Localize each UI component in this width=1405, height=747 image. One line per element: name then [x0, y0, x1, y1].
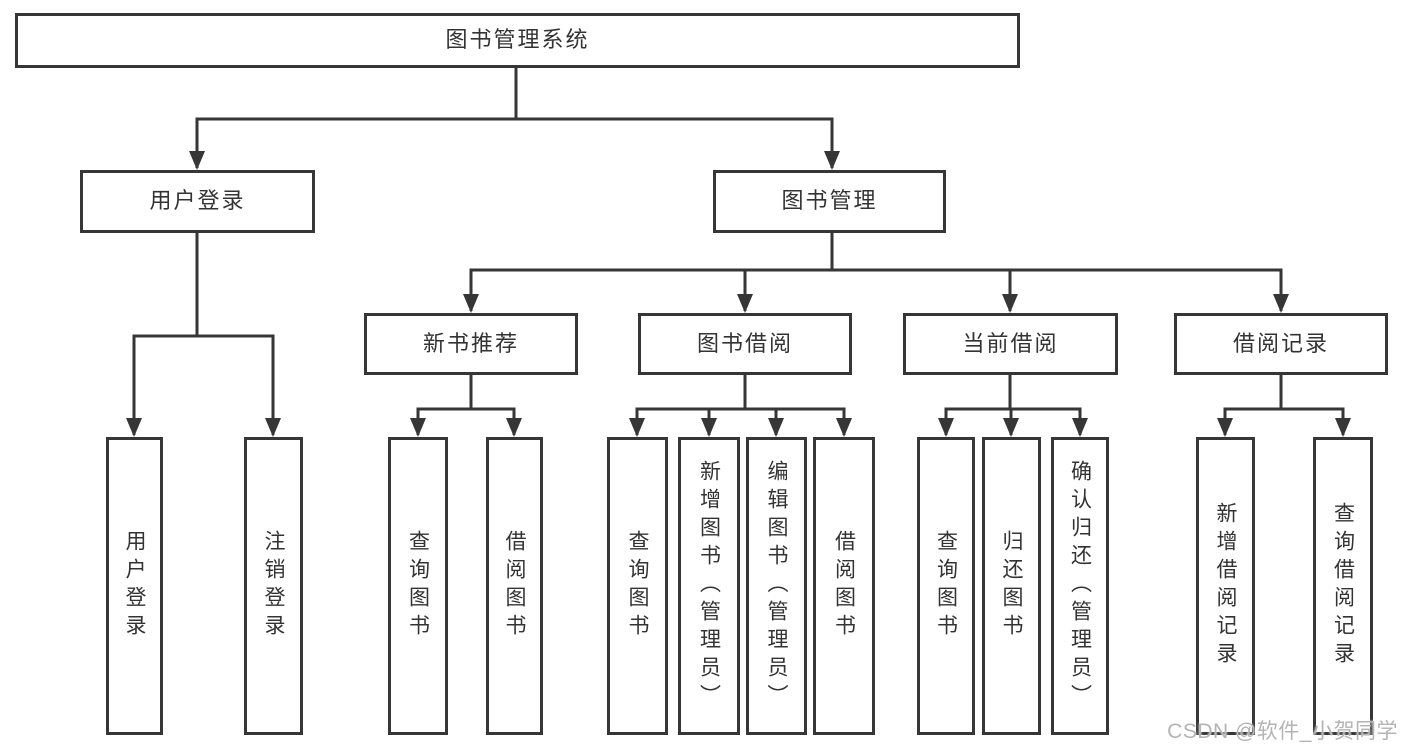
node-current-borrow: 当前借阅 [903, 313, 1118, 375]
arrowhead-icon [506, 418, 522, 437]
arrowhead-icon [126, 418, 142, 437]
node-label: 图书管理系统 [445, 27, 590, 53]
leaf-borrow-query-books: 查询图书 [607, 437, 668, 735]
node-label: 用户登录 [149, 188, 246, 214]
leaf-add-borrow-record: 新增借阅记录 [1196, 437, 1255, 735]
arrowhead-icon [938, 418, 954, 437]
node-user-login: 用户登录 [80, 170, 315, 233]
node-label: 新书推荐 [422, 330, 519, 356]
arrowhead-icon [737, 294, 753, 313]
node-label: 查询借阅记录 [1331, 502, 1355, 670]
arrowhead-icon [701, 418, 717, 437]
node-label: 编辑图书（管理员） [765, 460, 788, 712]
arrowhead-icon [1217, 418, 1233, 437]
node-label: 确认归还（管理员） [1068, 460, 1092, 712]
leaf-current-query-books: 查询图书 [917, 437, 975, 735]
arrowhead-icon [1273, 294, 1289, 313]
node-label: 注销登录 [262, 530, 285, 642]
node-root: 图书管理系统 [15, 13, 1020, 68]
leaf-edit-books-admin: 编辑图书（管理员） [746, 437, 807, 735]
leaf-borrow-books: 借阅图书 [813, 437, 875, 735]
node-label: 借阅记录 [1232, 330, 1329, 356]
arrowhead-icon [1003, 418, 1019, 437]
arrowhead-icon [1335, 418, 1351, 437]
arrowhead-icon [189, 151, 205, 170]
node-book-management: 图书管理 [713, 170, 946, 233]
arrowhead-icon [629, 418, 645, 437]
node-label: 查询图书 [406, 530, 430, 642]
arrowhead-icon [824, 151, 840, 170]
arrowhead-icon [265, 418, 281, 437]
node-label: 借阅图书 [832, 530, 856, 642]
leaf-user-login: 用户登录 [106, 437, 163, 735]
node-label: 查询图书 [626, 530, 649, 642]
leaf-confirm-return-admin: 确认归还（管理员） [1051, 437, 1109, 735]
arrowhead-icon [768, 418, 784, 437]
leaf-return-books: 归还图书 [982, 437, 1041, 735]
node-label: 图书管理 [781, 188, 878, 214]
node-label: 新增图书（管理员） [697, 460, 721, 712]
leaf-query-borrow-record: 查询借阅记录 [1313, 437, 1373, 735]
node-label: 当前借阅 [962, 330, 1059, 356]
arrowhead-icon [463, 294, 479, 313]
arrowhead-icon [410, 418, 426, 437]
leaf-recommend-query-books: 查询图书 [388, 437, 448, 735]
arrowhead-icon [836, 418, 852, 437]
node-label: 图书借阅 [696, 330, 793, 356]
csdn-watermark: CSDN @软件_小贺同学 [1167, 720, 1398, 743]
node-label: 借阅图书 [503, 530, 526, 642]
leaf-add-books-admin: 新增图书（管理员） [678, 437, 740, 735]
node-label: 用户登录 [123, 530, 146, 642]
arrowhead-icon [1002, 294, 1018, 313]
arrowhead-icon [1072, 418, 1088, 437]
node-new-book-recommend: 新书推荐 [364, 313, 578, 375]
node-book-borrow: 图书借阅 [638, 313, 852, 375]
node-label: 新增借阅记录 [1214, 502, 1237, 670]
node-label: 归还图书 [1000, 530, 1023, 642]
leaf-recommend-borrow-books: 借阅图书 [486, 437, 543, 735]
node-label: 查询图书 [934, 530, 958, 642]
node-borrow-records: 借阅记录 [1174, 313, 1388, 375]
leaf-logout-login: 注销登录 [244, 437, 303, 735]
